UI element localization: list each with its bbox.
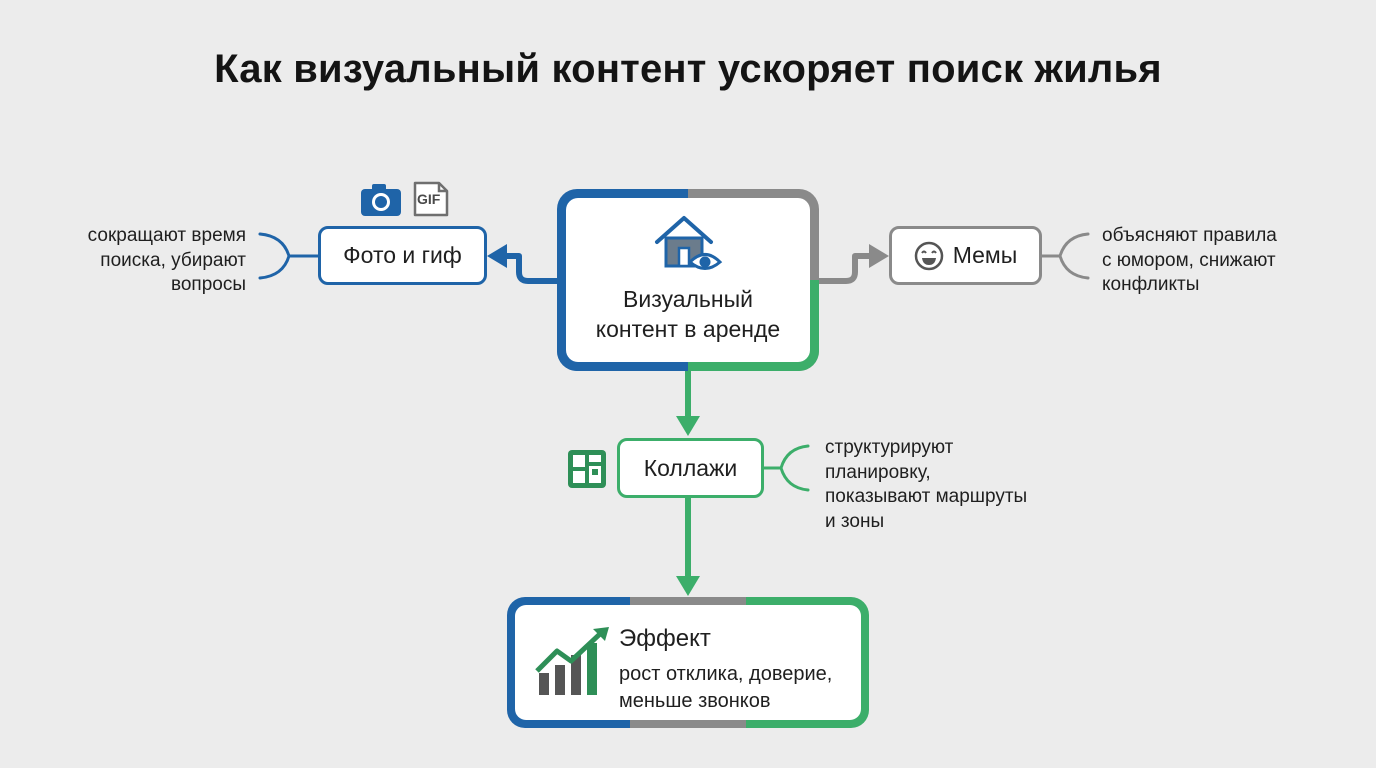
collages-note-line: и зоны xyxy=(825,510,885,532)
effect-desc-line: меньше звонков xyxy=(619,690,771,712)
arrowhead-memes xyxy=(869,244,889,268)
collages-node: Коллажи xyxy=(617,438,764,498)
photo-gif-label: Фото и гиф xyxy=(343,242,462,268)
bracket-collages xyxy=(761,444,810,492)
memes-label: Мемы xyxy=(952,242,1018,268)
collages-note-line: планировку, xyxy=(825,461,931,483)
camera-icon xyxy=(361,184,401,216)
collage-icon xyxy=(568,450,606,488)
effect-description: рост отклика, доверие, меньше звонков xyxy=(619,661,832,715)
photo-note-line: сокращают время xyxy=(87,225,246,246)
photo-note-line: вопросы xyxy=(170,274,246,295)
bracket-memes xyxy=(1038,232,1090,280)
growth-chart-icon xyxy=(535,627,609,695)
memes-node: Мемы xyxy=(889,226,1042,285)
gif-icon: GIF xyxy=(412,180,449,217)
collages-note-line: структурируют xyxy=(825,437,954,458)
memes-note-line: объясняют правила xyxy=(1102,225,1277,246)
diagram-title: Как визуальный контент ускоряет поиск жи… xyxy=(214,47,1162,91)
central-label-line1: Визуальный xyxy=(623,286,753,312)
photo-note-line: поиска, убирают xyxy=(100,249,246,271)
memes-note: объясняют правила с юмором, снижают конф… xyxy=(1102,224,1362,298)
connector-to-memes xyxy=(818,253,873,284)
arrowhead-photo xyxy=(487,244,507,268)
central-label-line2: контент в аренде xyxy=(595,316,781,342)
effect-node: Эффект рост отклика, доверие, меньше зво… xyxy=(507,597,869,728)
photo-gif-node: Фото и гиф xyxy=(318,226,487,285)
bracket-photo xyxy=(258,232,320,280)
central-node: Визуальный контент в аренде xyxy=(557,189,819,371)
memes-note-line: конфликты xyxy=(1102,274,1200,295)
effect-desc-line: рост отклика, доверие, xyxy=(619,663,833,685)
photo-note: сокращают время поиска, убирают вопросы xyxy=(40,224,246,298)
collages-note: структурируют планировку, показывают мар… xyxy=(825,436,1085,534)
gif-icon-text: GIF xyxy=(417,191,441,207)
collages-note-line: показывают маршруты xyxy=(825,486,1028,507)
collages-label: Коллажи xyxy=(643,454,738,481)
connector-to-photo xyxy=(503,253,559,284)
memes-note-line: с юмором, снижают xyxy=(1102,249,1276,271)
arrowhead-collages xyxy=(676,416,700,436)
effect-title: Эффект xyxy=(619,625,711,652)
smiley-icon xyxy=(914,241,943,270)
house-eye-icon xyxy=(655,216,723,270)
arrowhead-effect xyxy=(676,576,700,596)
